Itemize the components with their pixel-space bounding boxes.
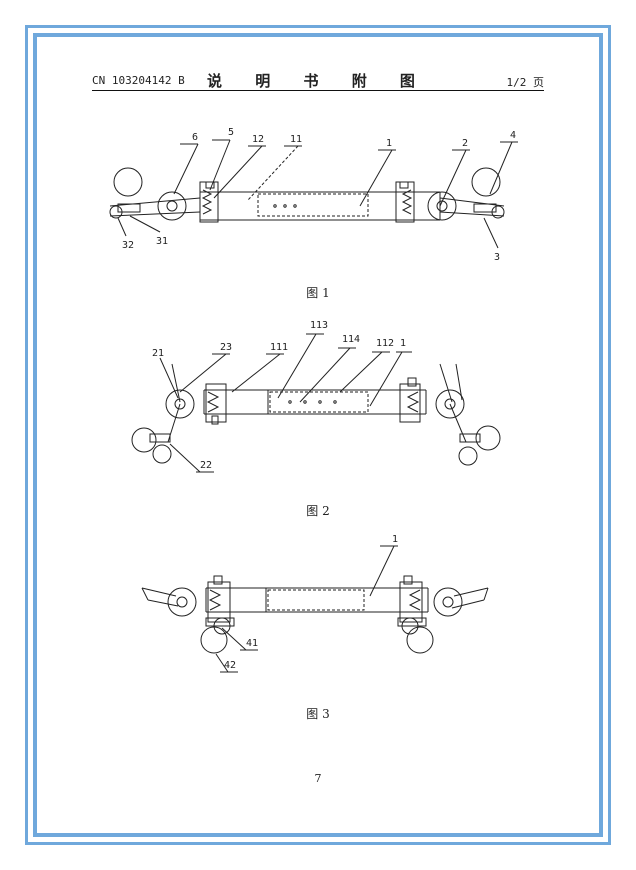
fig1-label-32: 32: [122, 240, 134, 251]
fig2-label-1: 1: [400, 338, 406, 349]
figure-2-caption: 图 2: [306, 504, 330, 518]
fig1-label-12: 12: [252, 134, 264, 145]
fig1-label-31: 31: [156, 236, 168, 247]
fig2-label-22: 22: [200, 460, 212, 471]
figure-3-caption: 图 3: [306, 707, 330, 721]
fig1-label-6: 6: [192, 132, 198, 143]
figure-1-caption: 图 1: [306, 286, 330, 300]
fig3-label-41: 41: [246, 638, 258, 649]
fig2-label-112: 112: [376, 338, 394, 349]
fig1-label-5: 5: [228, 127, 234, 138]
page-indicator: 1/2 页: [506, 76, 545, 89]
fig2-label-114: 114: [342, 334, 360, 345]
fig2-label-111: 111: [270, 342, 288, 353]
fig2-label-23: 23: [220, 342, 232, 353]
fig2-label-21: 21: [152, 348, 164, 359]
fig3-label-1: 1: [392, 534, 398, 545]
patent-number: CN 103204142 B: [92, 74, 185, 87]
figure-2-drawing: 113 114 112 1 21 23 111 22: [131, 320, 501, 473]
fig1-label-1: 1: [386, 138, 392, 149]
fig1-label-4: 4: [510, 130, 516, 141]
page-border-outer: [25, 25, 611, 845]
figure-3-drawing: 1 41 42: [141, 534, 489, 673]
page-number: 7: [314, 772, 322, 785]
figure-1-drawing: 6 5 12 11 1 2 4 32 31 3: [109, 127, 518, 263]
fig2-label-113: 113: [310, 320, 328, 331]
page-border-inner: [33, 33, 603, 837]
fig1-label-2: 2: [462, 138, 468, 149]
page-title: 说 明 书 附 图: [207, 72, 429, 90]
fig1-label-3: 3: [494, 252, 500, 263]
fig3-label-42: 42: [224, 660, 236, 671]
fig1-label-11: 11: [290, 134, 302, 145]
header-rule: [92, 90, 544, 91]
